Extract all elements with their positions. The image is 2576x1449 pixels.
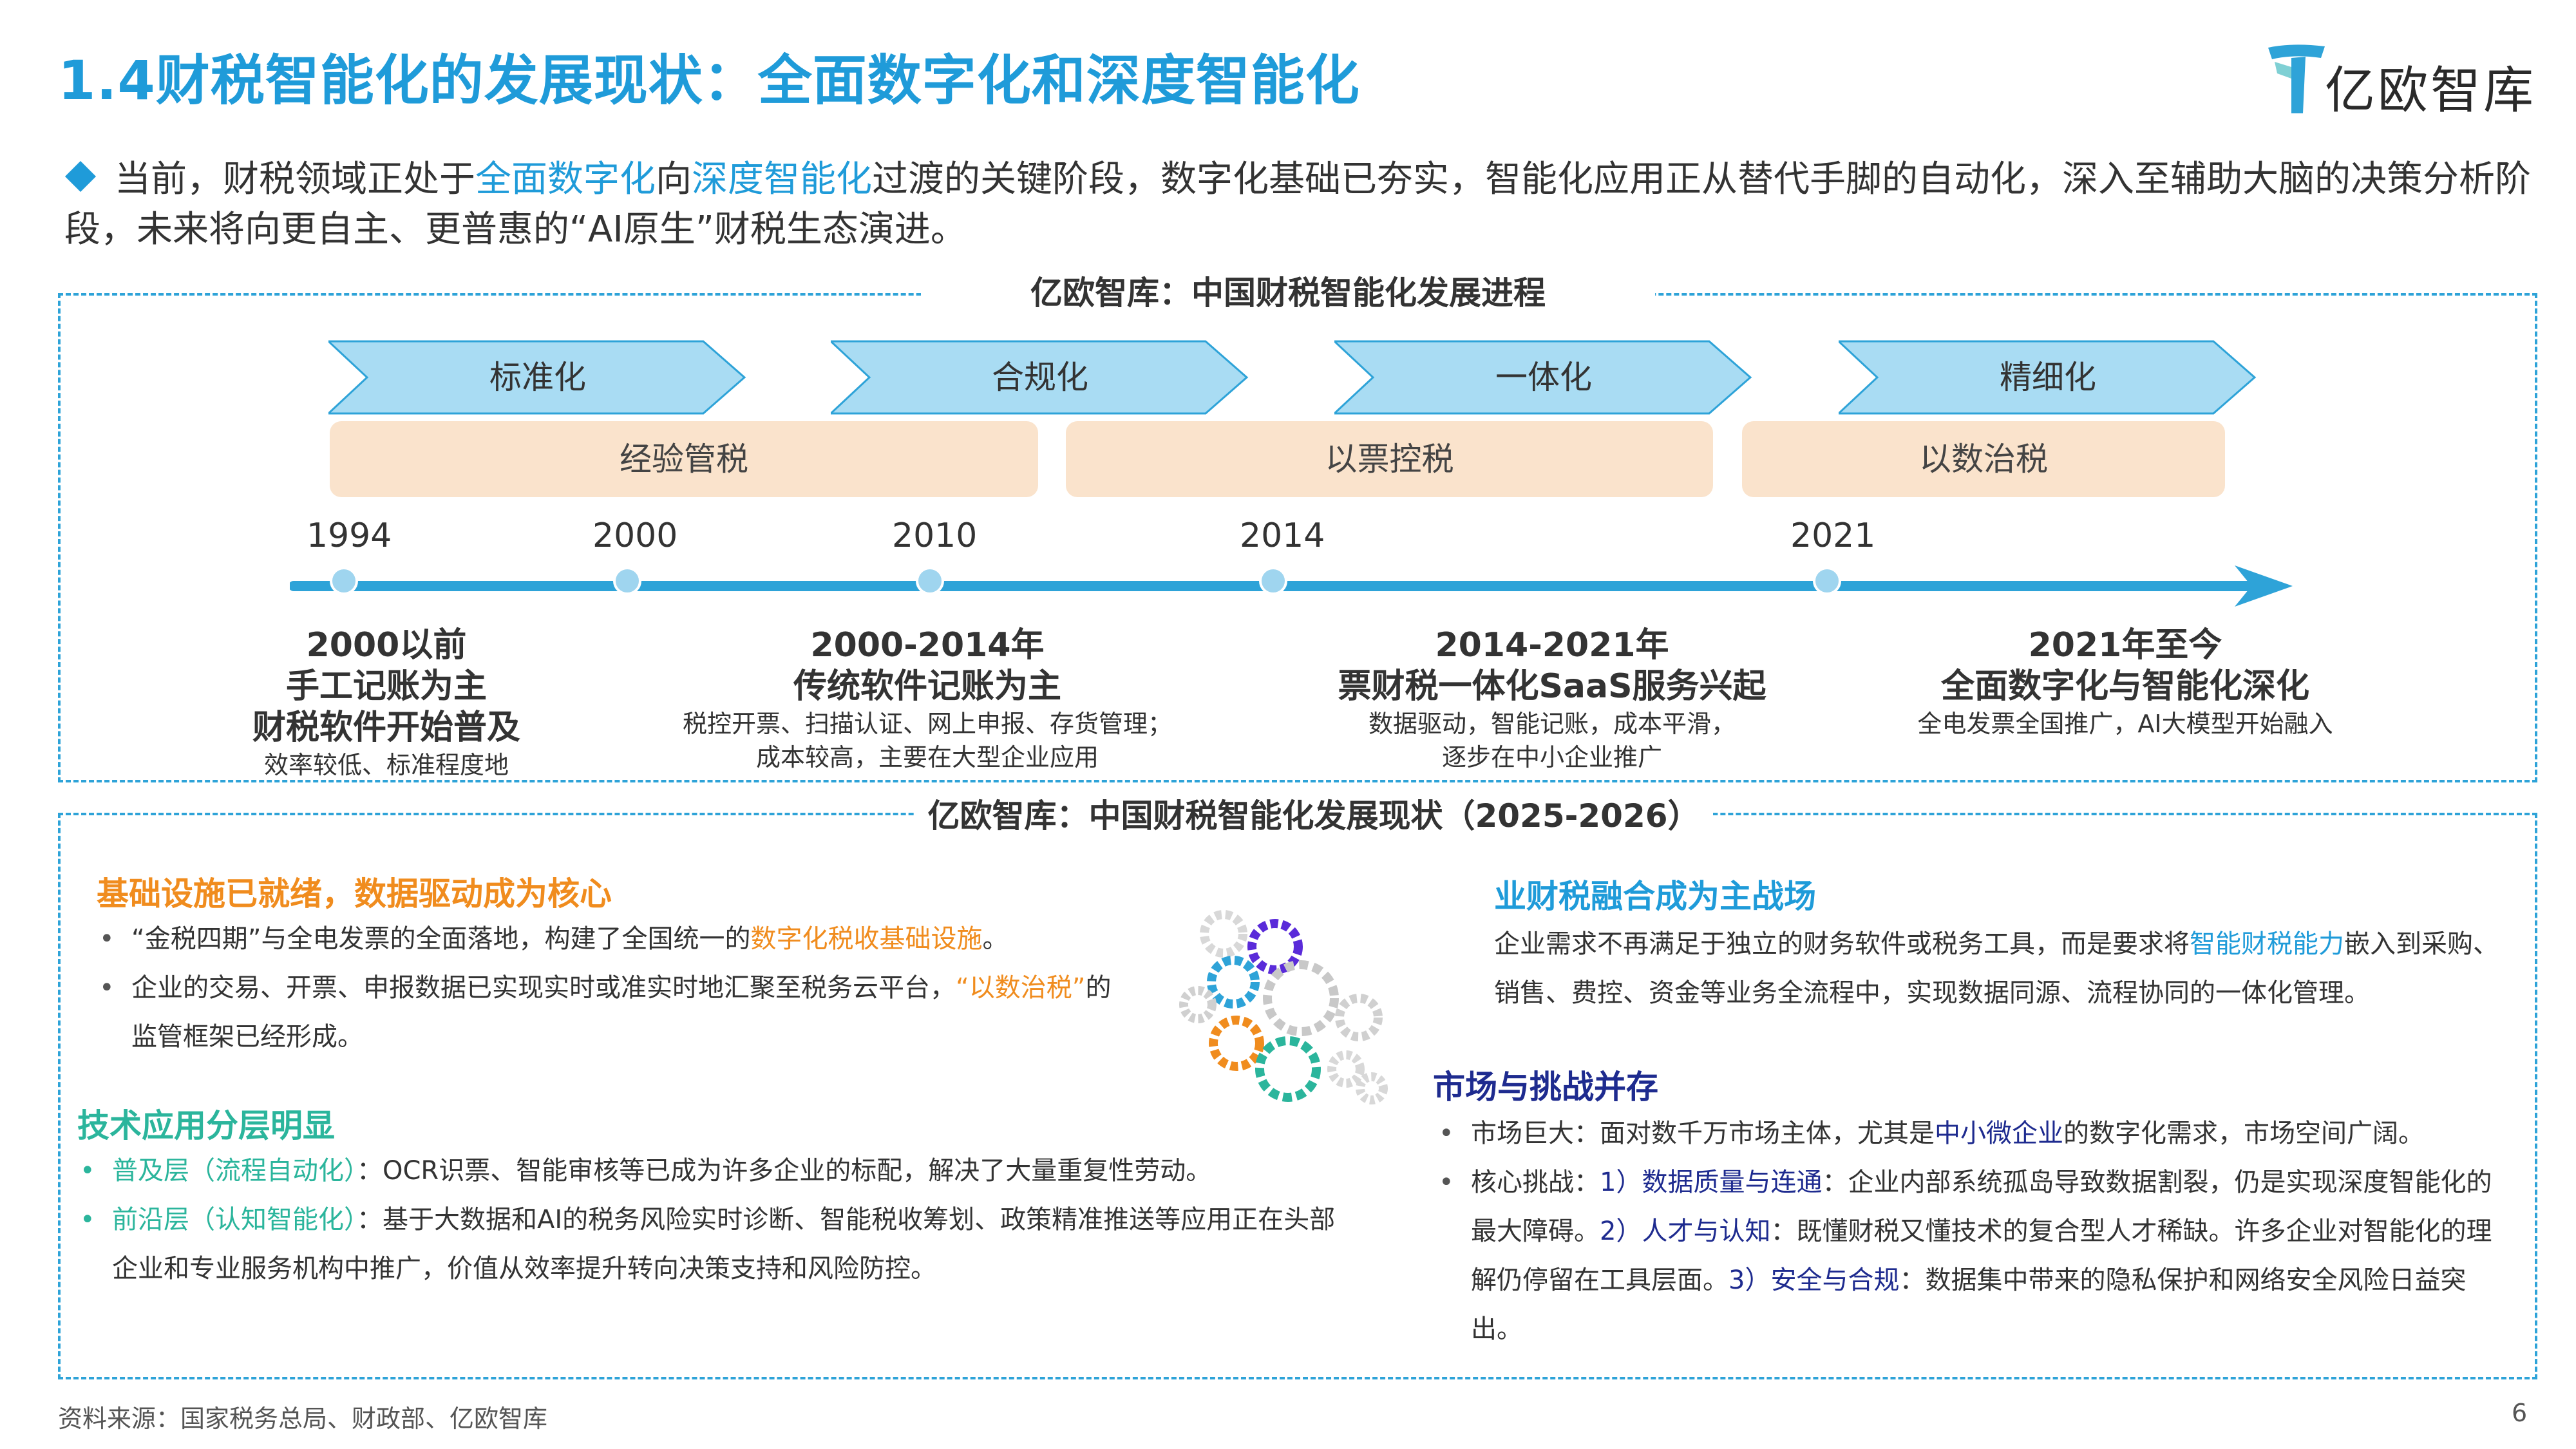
tech-b2-highlight: 前沿层（认知智能化） <box>112 1205 357 1235</box>
timeline-dot <box>1813 567 1841 595</box>
fusion-text-end: 嵌入到采购、销售、费控、资金等业务全流程中，实现数据同源、流程协同的一体化管理。 <box>1494 929 2499 1008</box>
stage-chevron-4: 精细化 <box>1839 340 2257 415</box>
intro-text-3: 过渡的关键阶段，数字化基础已夯实，智能化应用正从替代手脚的自动化，深入至辅助大脑… <box>64 158 2531 251</box>
status-title: 亿欧智库：中国财税智能化发展现状（2025-2026） <box>914 793 1713 838</box>
stage-label: 标准化 <box>489 359 586 396</box>
period-subtext: 逐步在中小企业推广 <box>1441 743 1662 772</box>
market-challenge-3-text: ：数据集中带来的隐私保护和网络安全风险日益突出。 <box>1471 1265 2467 1344</box>
timeline-dot <box>916 567 944 595</box>
chevron-shape-icon <box>831 340 1249 415</box>
period-subtext: 数据驱动，智能记账，成本平滑， <box>1368 710 1736 738</box>
fusion-highlight: 智能财税能力 <box>2190 929 2344 959</box>
infra-bullets: “金税四期”与全电发票的全面落地，构建了全国统一的数字化税收基础设施。 企业的交… <box>90 914 1121 1061</box>
tech-bullets: 普及层（流程自动化）：OCR识票、智能审核等已成为许多企业的标配，解决了大量重复… <box>71 1146 1346 1293</box>
period-2: 2000-2014年 传统软件记账为主 税控开票、扫描认证、网上申报、存货管理；… <box>631 625 1224 774</box>
intro-highlight-2: 深度智能化 <box>692 158 872 200</box>
era-invoice: 以票控税 <box>1066 421 1713 497</box>
stage-chevron-3: 一体化 <box>1334 340 1753 415</box>
tech-heading: 技术应用分层明显 <box>77 1107 335 1144</box>
period-1: 2000以前 手工记账为主 财税软件开始普及 效率较低、标准程度地 <box>193 625 580 782</box>
chevron-shape-icon <box>1839 340 2257 415</box>
chevron-shape-icon <box>1334 340 1752 415</box>
era-data: 以数治税 <box>1742 421 2225 497</box>
intro-text-2: 向 <box>656 158 692 200</box>
yiou-logo-icon <box>2268 44 2325 113</box>
market-challenge-2: 2）人才与认知 <box>1600 1217 1771 1246</box>
year-2000: 2000 <box>592 516 678 555</box>
stage-chevron-2: 合规化 <box>831 340 1249 415</box>
stage-chevron-1: 标准化 <box>328 340 747 415</box>
stage-label: 合规化 <box>992 359 1088 396</box>
market-bullets: 市场巨大：面对数千万市场主体，尤其是中小微企业的数字化需求，市场空间广阔。 核心… <box>1430 1109 2499 1354</box>
gears-illustration-icon <box>1179 910 1388 1104</box>
period-heading: 2021年至今 <box>2028 626 2222 665</box>
market-b1-highlight: 中小微企业 <box>1935 1119 2063 1148</box>
year-2021: 2021 <box>1790 516 1876 555</box>
fusion-text: 企业需求不再满足于独立的财务软件或税务工具，而是要求将 <box>1494 929 2190 959</box>
list-item: 核心挑战：1）数据质量与连通：企业内部系统孤岛导致数据割裂，仍是实现深度智能化的… <box>1430 1158 2499 1354</box>
intro-highlight-1: 全面数字化 <box>475 158 656 200</box>
market-heading: 市场与挑战并存 <box>1433 1068 1658 1106</box>
period-heading: 票财税一体化SaaS服务兴起 <box>1338 667 1766 706</box>
intro-paragraph: 当前，财税领域正处于全面数字化向深度智能化过渡的关键阶段，数字化基础已夯实，智能… <box>64 155 2531 255</box>
stage-label: 一体化 <box>1495 359 1592 396</box>
infra-b1-end: 。 <box>982 924 1009 954</box>
period-subtext: 税控开票、扫描认证、网上申报、存货管理； <box>682 710 1172 738</box>
period-3: 2014-2021年 票财税一体化SaaS服务兴起 数据驱动，智能记账，成本平滑… <box>1314 625 1790 774</box>
period-4: 2021年至今 全面数字化与智能化深化 全电发票全国推广，AI大模型开始融入 <box>1868 625 2383 741</box>
market-b2-text: 核心挑战： <box>1471 1168 1600 1197</box>
market-challenge-1-text: ：企业内部系统孤岛导致数据割裂，仍是实现深度智能化的最大障碍。 <box>1471 1168 2492 1246</box>
timeline-dot <box>613 567 641 595</box>
infra-heading: 基础设施已就绪，数据驱动成为核心 <box>97 875 612 913</box>
infra-b2-highlight: “以数治税” <box>956 973 1086 1003</box>
year-1994: 1994 <box>307 516 392 555</box>
tech-b2-text: ：基于大数据和AI的税务风险实时诊断、智能税收筹划、政策精准推送等应用正在头部企… <box>112 1205 1336 1283</box>
stage-label: 精细化 <box>2000 359 2096 396</box>
period-heading: 传统软件记账为主 <box>793 667 1061 706</box>
infra-b2-end: 的监管框架已经形成。 <box>131 973 1112 1052</box>
market-challenge-1: 1）数据质量与连通 <box>1600 1168 1823 1197</box>
market-challenge-3: 3）安全与合规 <box>1728 1265 1900 1295</box>
period-heading: 2000以前 <box>306 626 467 665</box>
diamond-bullet-icon <box>64 160 97 193</box>
period-subtext: 全电发票全国推广，AI大模型开始融入 <box>1917 710 2333 738</box>
period-heading: 财税软件开始普及 <box>252 708 520 747</box>
tech-b1-highlight: 普及层（流程自动化） <box>112 1156 357 1186</box>
infra-b1-highlight: 数字化税收基础设施 <box>750 924 983 954</box>
logo-text: 亿欧智库 <box>2325 62 2537 120</box>
period-heading: 手工记账为主 <box>285 667 487 706</box>
fusion-paragraph: 企业需求不再满足于独立的财务软件或税务工具，而是要求将智能财税能力嵌入到采购、销… <box>1494 920 2499 1018</box>
timeline-arrow <box>290 565 2293 607</box>
timeline-dot <box>330 567 358 595</box>
period-heading: 2000-2014年 <box>810 626 1045 665</box>
list-item: 前沿层（认知智能化）：基于大数据和AI的税务风险实时诊断、智能税收筹划、政策精准… <box>71 1195 1346 1293</box>
fusion-heading: 业财税融合成为主战场 <box>1494 878 1816 915</box>
market-challenge-2-text: ：既懂财税又懂技术的复合型人才稀缺。许多企业对智能化的理解仍停留在工具层面。 <box>1471 1217 2492 1295</box>
tech-b1-text: ：OCR识票、智能审核等已成为许多企业的标配，解决了大量重复性劳动。 <box>357 1156 1212 1186</box>
source-note: 资料来源：国家税务总局、财政部、亿欧智库 <box>58 1405 548 1433</box>
list-item: 市场巨大：面对数千万市场主体，尤其是中小微企业的数字化需求，市场空间广阔。 <box>1430 1109 2499 1158</box>
period-heading: 2014-2021年 <box>1435 626 1669 665</box>
year-2014: 2014 <box>1240 516 1325 555</box>
page-number: 6 <box>2512 1399 2528 1427</box>
year-2010: 2010 <box>892 516 978 555</box>
list-item: “金税四期”与全电发票的全面落地，构建了全国统一的数字化税收基础设施。 <box>90 914 1121 963</box>
timeline-title: 亿欧智库：中国财税智能化发展进程 <box>921 270 1655 316</box>
infra-b1-text: “金税四期”与全电发票的全面落地，构建了全国统一的 <box>131 924 751 954</box>
list-item: 企业的交易、开票、申报数据已实现实时或准实时地汇聚至税务云平台，“以数治税”的监… <box>90 963 1121 1061</box>
period-subtext: 效率较低、标准程度地 <box>263 751 509 779</box>
market-b1-text: 市场巨大：面对数千万市场主体，尤其是 <box>1471 1119 1935 1148</box>
period-heading: 全面数字化与智能化深化 <box>1940 667 2309 706</box>
market-b1-end: 的数字化需求，市场空间广阔。 <box>2063 1119 2424 1148</box>
timeline-dot <box>1259 567 1287 595</box>
page-title: 1.4财税智能化的发展现状：全面数字化和深度智能化 <box>58 49 1360 112</box>
period-subtext: 成本较高，主要在大型企业应用 <box>755 743 1099 772</box>
intro-text-1: 当前，财税领域正处于 <box>115 158 475 200</box>
infra-b2-text: 企业的交易、开票、申报数据已实现实时或准实时地汇聚至税务云平台， <box>131 973 956 1003</box>
list-item: 普及层（流程自动化）：OCR识票、智能审核等已成为许多企业的标配，解决了大量重复… <box>71 1146 1346 1195</box>
era-experience: 经验管税 <box>330 421 1038 497</box>
chevron-shape-icon <box>328 340 746 415</box>
